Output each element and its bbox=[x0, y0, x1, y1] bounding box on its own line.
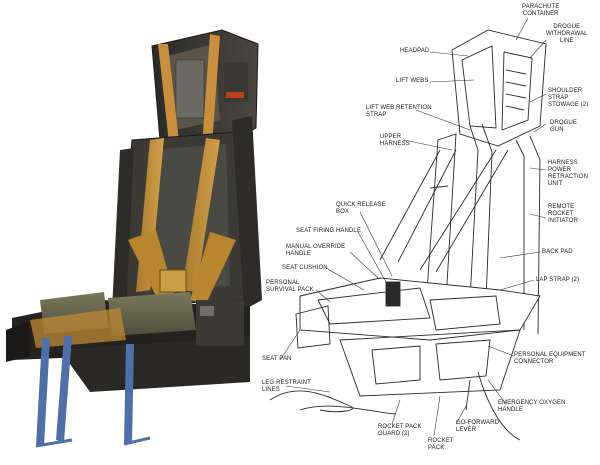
label-rocket-pack: ROCKET PACK bbox=[428, 438, 454, 451]
label-upper-harness: UPPER HARNESS bbox=[380, 134, 410, 147]
label-emergency-oxygen-handle: EMERGENCY OXYGEN HANDLE bbox=[498, 400, 566, 413]
label-drogue-withdrawal-line: DROGUE WITHDRAWAL LINE bbox=[546, 24, 588, 44]
label-personal-equipment-connector: PERSONAL EQUIPMENT CONNECTOR bbox=[514, 352, 586, 365]
label-headpad: HEADPAD bbox=[400, 48, 430, 54]
label-shoulder-strap-stowage: SHOULDER STRAP STOWAGE (2) bbox=[548, 88, 589, 108]
label-parachute-container: PARACHUTE CONTAINER bbox=[522, 4, 560, 17]
label-harness-power-retraction-unit: HARNESS POWER RETRACTION UNIT bbox=[548, 160, 588, 187]
label-drogue-gun: DROGUE GUN bbox=[550, 120, 577, 133]
label-seat-pan: SEAT PAN bbox=[262, 356, 292, 362]
label-quick-release-box: QUICK RELEASE BOX bbox=[336, 202, 386, 215]
label-manual-override-handle: MANUAL OVERRIDE HANDLE bbox=[286, 244, 346, 257]
label-personal-survival-pack: PERSONAL SURVIVAL PACK bbox=[266, 280, 314, 293]
label-back-pad: BACK PAD bbox=[542, 249, 573, 255]
label-go-forward-lever: GO-FORWARD LEVER bbox=[456, 420, 499, 433]
seat-photo bbox=[6, 29, 262, 448]
label-remote-rocket-initiator: REMOTE ROCKET INITIATOR bbox=[548, 204, 579, 224]
label-seat-cushion: SEAT CUSHION bbox=[282, 265, 328, 271]
label-lift-webs: LIFT WEBS bbox=[396, 78, 429, 84]
label-leg-restraint-lines: LEG RESTRAINT LINES bbox=[262, 380, 311, 393]
label-seat-firing-handle: SEAT FIRING HANDLE bbox=[296, 228, 361, 234]
seat-line-drawing bbox=[269, 29, 547, 441]
label-lift-web-retention-strap: LIFT WEB RETENTION STRAP bbox=[366, 105, 432, 118]
leader-lines bbox=[279, 17, 547, 437]
label-lap-strap: LAP STRAP (2) bbox=[536, 277, 580, 283]
label-rocket-pack-guard: ROCKET PACK GUARD (2) bbox=[378, 424, 422, 437]
